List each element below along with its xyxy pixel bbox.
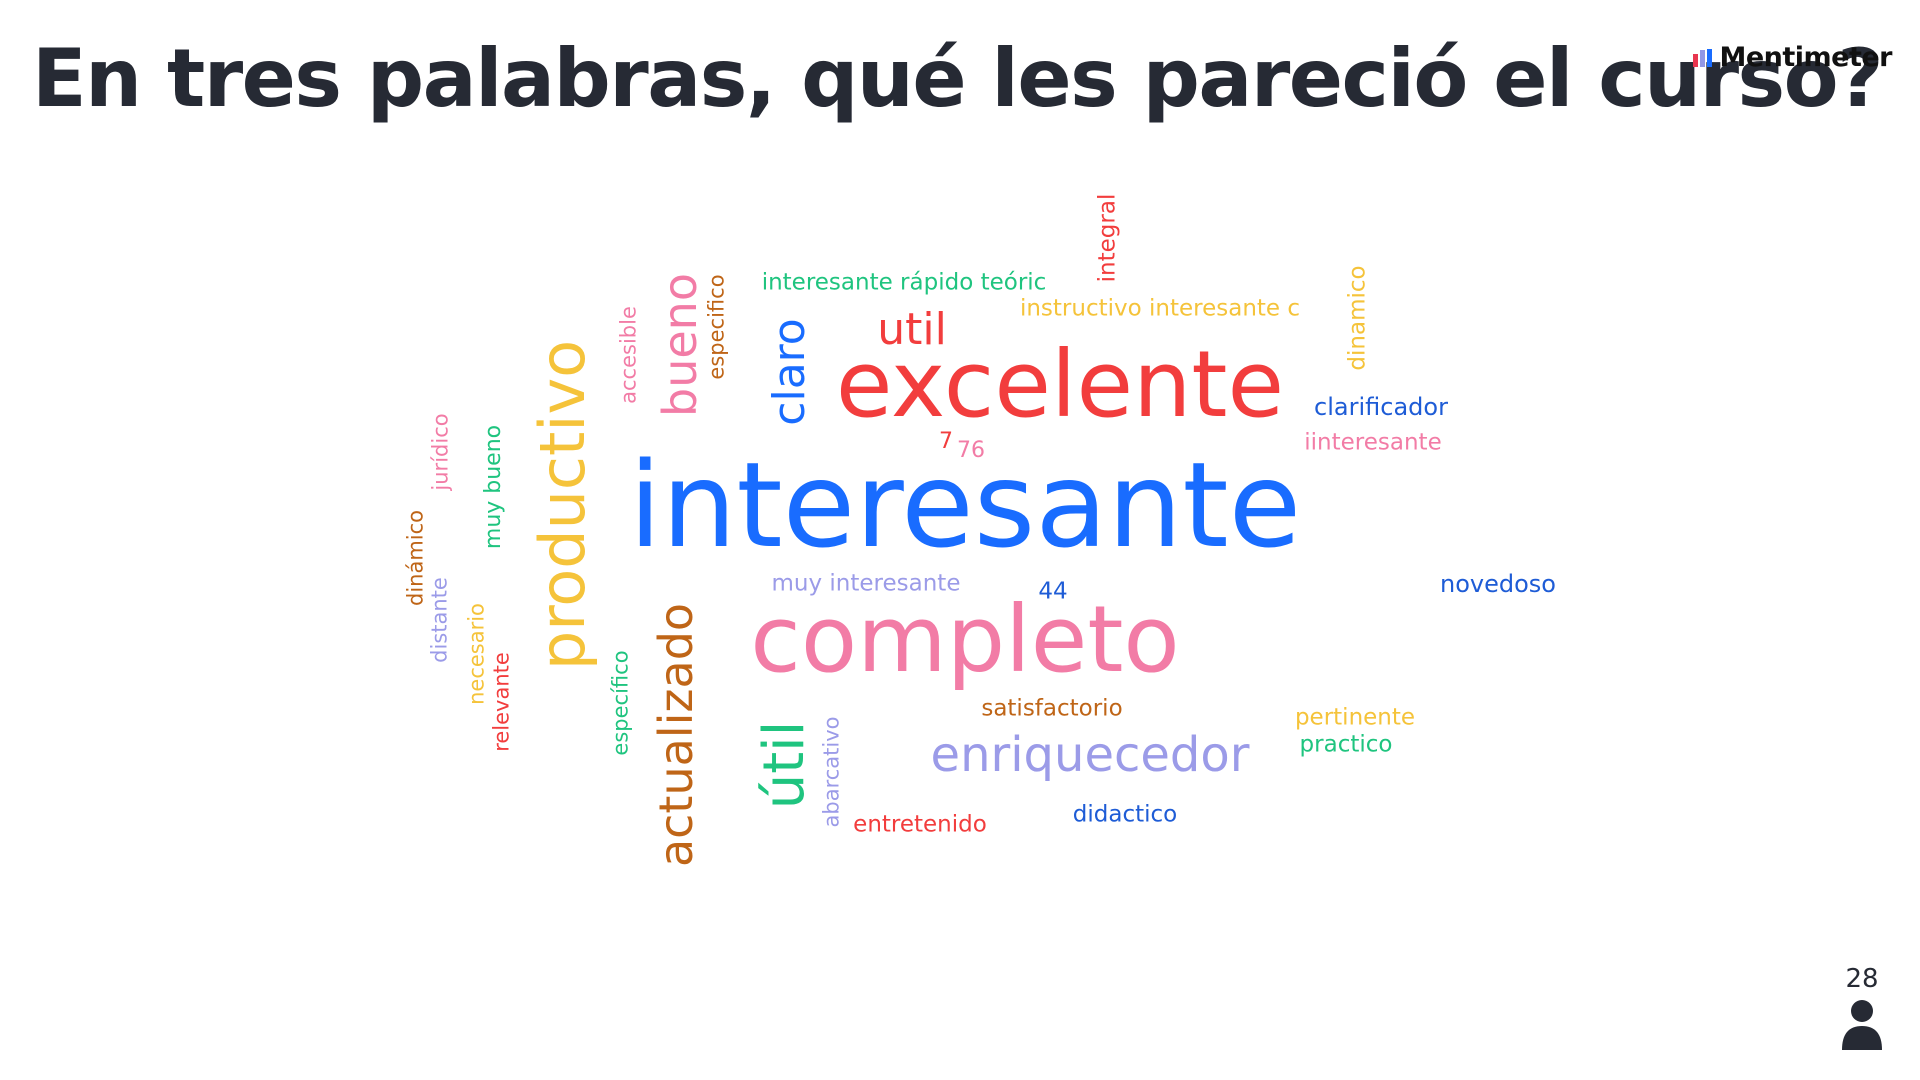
cloud-word: dinamico	[1344, 265, 1371, 371]
cloud-word: enriquecedor	[930, 727, 1250, 783]
cloud-word: completo	[750, 586, 1180, 693]
page-title: En tres palabras, qué les pareció el cur…	[32, 32, 1884, 125]
cloud-word: integral	[1094, 193, 1121, 283]
cloud-word: bueno	[653, 273, 707, 417]
cloud-word: util	[877, 304, 947, 355]
cloud-word: practico	[1299, 731, 1393, 758]
cloud-word: específico	[608, 650, 633, 756]
mentimeter-logo-icon	[1693, 48, 1713, 67]
cloud-word: claro	[764, 318, 815, 426]
mentimeter-brand: Mentimeter	[1693, 42, 1892, 73]
cloud-word: instructivo interesante c	[1019, 295, 1301, 322]
cloud-word: entretenido	[853, 811, 987, 838]
cloud-word: 44	[1038, 578, 1068, 605]
cloud-word: necesario	[464, 603, 489, 705]
cloud-word: satisfactorio	[981, 695, 1123, 722]
cloud-word: distante	[427, 577, 452, 663]
participant-count: 28	[1845, 964, 1879, 994]
cloud-word: didactico	[1072, 801, 1178, 828]
participant-counter: 28	[1840, 964, 1884, 1050]
cloud-word: iinteresante	[1304, 429, 1442, 456]
cloud-word: novedoso	[1440, 570, 1556, 598]
cloud-word: productivo	[526, 339, 599, 671]
cloud-word: jurídico	[428, 413, 453, 491]
cloud-word: muy bueno	[481, 424, 506, 550]
person-icon	[1842, 1000, 1882, 1050]
cloud-word: actualizado	[649, 602, 703, 868]
cloud-word: relevante	[489, 652, 514, 752]
cloud-word: 7	[939, 429, 953, 454]
cloud-word: pertinente	[1294, 704, 1416, 731]
cloud-word: excelente	[835, 331, 1285, 438]
cloud-word: especifico	[704, 274, 729, 380]
cloud-word: abarcativo	[819, 716, 844, 828]
cloud-word: interesante	[628, 436, 1302, 574]
cloud-word: dinámico	[403, 509, 428, 607]
cloud-word: accesible	[616, 306, 641, 404]
cloud-word: 76	[957, 438, 985, 463]
cloud-word: muy interesante	[771, 570, 961, 597]
brand-name: Mentimeter	[1719, 42, 1892, 73]
cloud-word: interesante rápido teóric	[761, 269, 1047, 296]
cloud-word: clarificador	[1314, 393, 1448, 421]
cloud-word: útil	[752, 720, 817, 810]
